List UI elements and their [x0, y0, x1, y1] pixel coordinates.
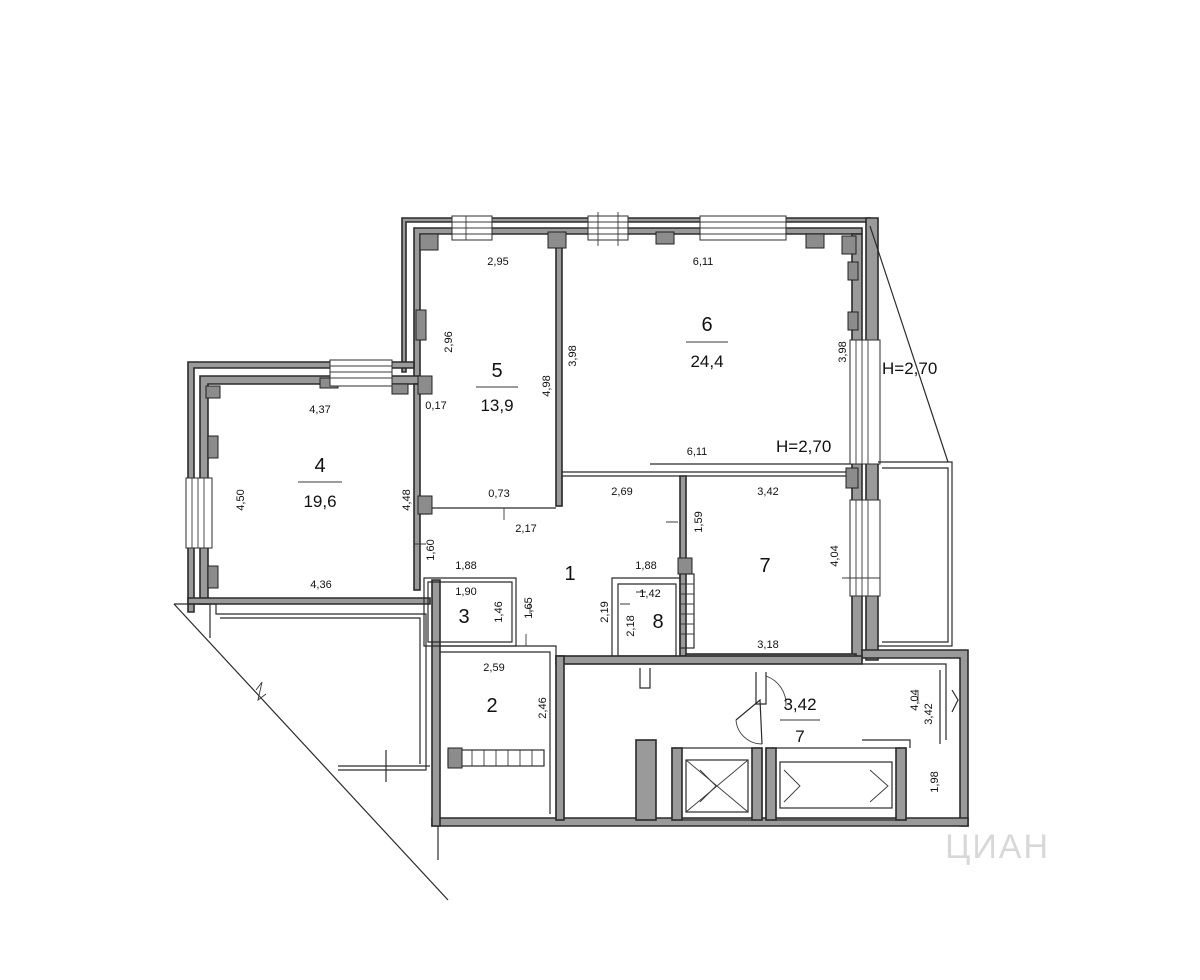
dim-hall-bottom: 1,98: [929, 771, 941, 792]
room-1-number: 1: [564, 563, 575, 585]
watermark: ЦИАН: [945, 828, 1050, 866]
dim-r3-top: 1,90: [455, 586, 476, 598]
dim-r1-e: 2,69: [611, 486, 632, 498]
room-7-number: 7: [759, 555, 770, 577]
dim-r4-top: 4,37: [309, 404, 330, 416]
ceiling-height-inner: H=2,70: [776, 437, 831, 456]
dim-r5-corner: 0,17: [425, 400, 446, 412]
balconies: [173, 225, 953, 901]
dim-r5-left: 2,96: [443, 331, 455, 352]
dim-r6-top: 6,11: [693, 256, 714, 268]
dimension-labels: 2,95 6,11 2,96 4,98 3,98 3,98 0,17 4,37 …: [235, 256, 941, 793]
doors: [735, 672, 959, 745]
dimension-lines: [414, 508, 919, 702]
dim-r7-top: 3,42: [757, 486, 778, 498]
room-3-number: 3: [458, 606, 469, 628]
dim-r1-h: 2,19: [599, 601, 611, 622]
dim-r4-right: 4,48: [401, 489, 413, 510]
room-5-number: 5: [491, 360, 502, 382]
dim-r2-side: 2,46: [537, 697, 549, 718]
dim-r5-top: 2,95: [487, 256, 508, 268]
dim-r6-bottom: 6,11: [687, 446, 708, 458]
dim-r1-g: 1,65: [523, 597, 535, 618]
windows: [185, 212, 881, 597]
columns: [205, 231, 859, 589]
room-2-number: 2: [486, 695, 497, 717]
room-4-number: 4: [314, 455, 325, 477]
dim-hall-side: 4,04: [909, 689, 921, 710]
dim-r3-side: 1,46: [493, 601, 505, 622]
dim-r4-left: 4,50: [235, 489, 247, 510]
hall-area: 7: [795, 727, 804, 746]
dim-r5-right: 4,98: [541, 375, 553, 396]
dim-r4-bottom: 4,36: [310, 579, 331, 591]
dim-r6-left: 3,98: [567, 345, 579, 366]
dim-hall-side2: 3,42: [923, 703, 935, 724]
ceiling-height-outer: H=2,70: [882, 359, 937, 378]
dim-r8-top: 1,42: [639, 588, 660, 600]
room-8-number: 8: [652, 611, 663, 633]
dim-r2-top: 2,59: [483, 662, 504, 674]
dim-r6-right: 3,98: [837, 341, 849, 362]
room-6-area: 24,4: [690, 352, 723, 371]
dim-r7-right: 4,04: [829, 545, 841, 566]
dim-r1-a: 2,17: [515, 523, 536, 535]
dim-r1-b: 1,60: [425, 539, 437, 560]
dim-r1-c: 1,88: [455, 560, 476, 572]
room-5-area: 13,9: [480, 396, 513, 415]
dim-r5-bottom: 0,73: [488, 488, 509, 500]
dim-r7-bottom: 3,18: [757, 639, 778, 651]
dim-r1-f: 1,59: [693, 511, 705, 532]
room-6-number: 6: [701, 314, 712, 336]
room-4-area: 19,6: [303, 492, 336, 511]
dim-r8-side: 2,18: [625, 615, 637, 636]
hall-number: 3,42: [783, 695, 816, 714]
dim-r1-d: 1,88: [635, 560, 656, 572]
room-labels: 5 13,9 6 24,4 4 19,6 1 7 3 8 2 3,42 7 H=…: [298, 314, 937, 746]
